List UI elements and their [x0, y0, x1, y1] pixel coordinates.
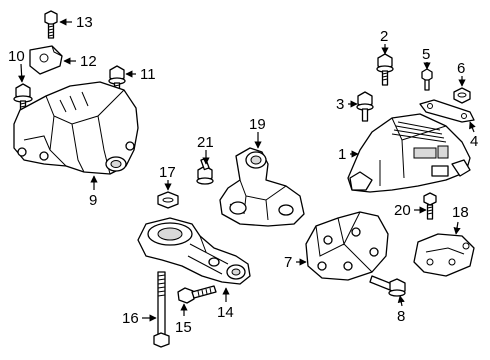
- callout-19: 19: [249, 116, 266, 133]
- bolt-5-part: [421, 68, 433, 91]
- leader-lines: [18, 18, 476, 322]
- callout-2: 2: [380, 28, 388, 45]
- bolt-3-part: [356, 91, 374, 122]
- bolt-21-part: [196, 157, 214, 185]
- bracket-18-part: [413, 233, 475, 277]
- callout-21: 21: [197, 134, 214, 151]
- callout-9: 9: [89, 192, 97, 209]
- upper-mount-19-part: [219, 147, 305, 227]
- long-bolt-16-part: [153, 271, 170, 348]
- nut-6-part: [453, 87, 471, 104]
- callout-18: 18: [452, 204, 469, 221]
- callout-11: 11: [140, 66, 156, 83]
- callout-7: 7: [284, 254, 292, 271]
- bolt-13-part: [44, 10, 58, 39]
- callout-15: 15: [175, 319, 192, 336]
- callout-20: 20: [394, 202, 411, 219]
- bolt-20-part: [423, 192, 437, 220]
- bolt-15-part: [177, 285, 217, 304]
- engine-mount-1-part: [347, 113, 471, 193]
- strap-4-part: [419, 99, 475, 123]
- callout-17: 17: [159, 164, 176, 181]
- nut-17-part: [157, 191, 179, 209]
- callout-3: 3: [336, 96, 344, 113]
- bolt-8-part: [369, 275, 406, 297]
- bolt-2-part: [376, 53, 394, 86]
- callout-8: 8: [397, 308, 405, 325]
- bracket-7-part: [305, 211, 389, 281]
- callout-5: 5: [422, 46, 430, 63]
- mount-bracket-9-part: [13, 81, 139, 175]
- callout-10: 10: [8, 48, 25, 65]
- callout-13: 13: [76, 14, 93, 31]
- callout-labels: 13 12 10 11 9 21 19 17 14 15 16 2 5 6 3 …: [8, 14, 478, 336]
- torque-strut-14-part: [137, 217, 251, 285]
- bracket-12-part: [29, 45, 63, 75]
- callout-12: 12: [80, 53, 97, 70]
- callout-14: 14: [217, 304, 234, 321]
- callout-6: 6: [457, 60, 465, 77]
- callout-1: 1: [338, 146, 346, 163]
- callout-4: 4: [470, 133, 478, 150]
- callout-16: 16: [122, 310, 139, 327]
